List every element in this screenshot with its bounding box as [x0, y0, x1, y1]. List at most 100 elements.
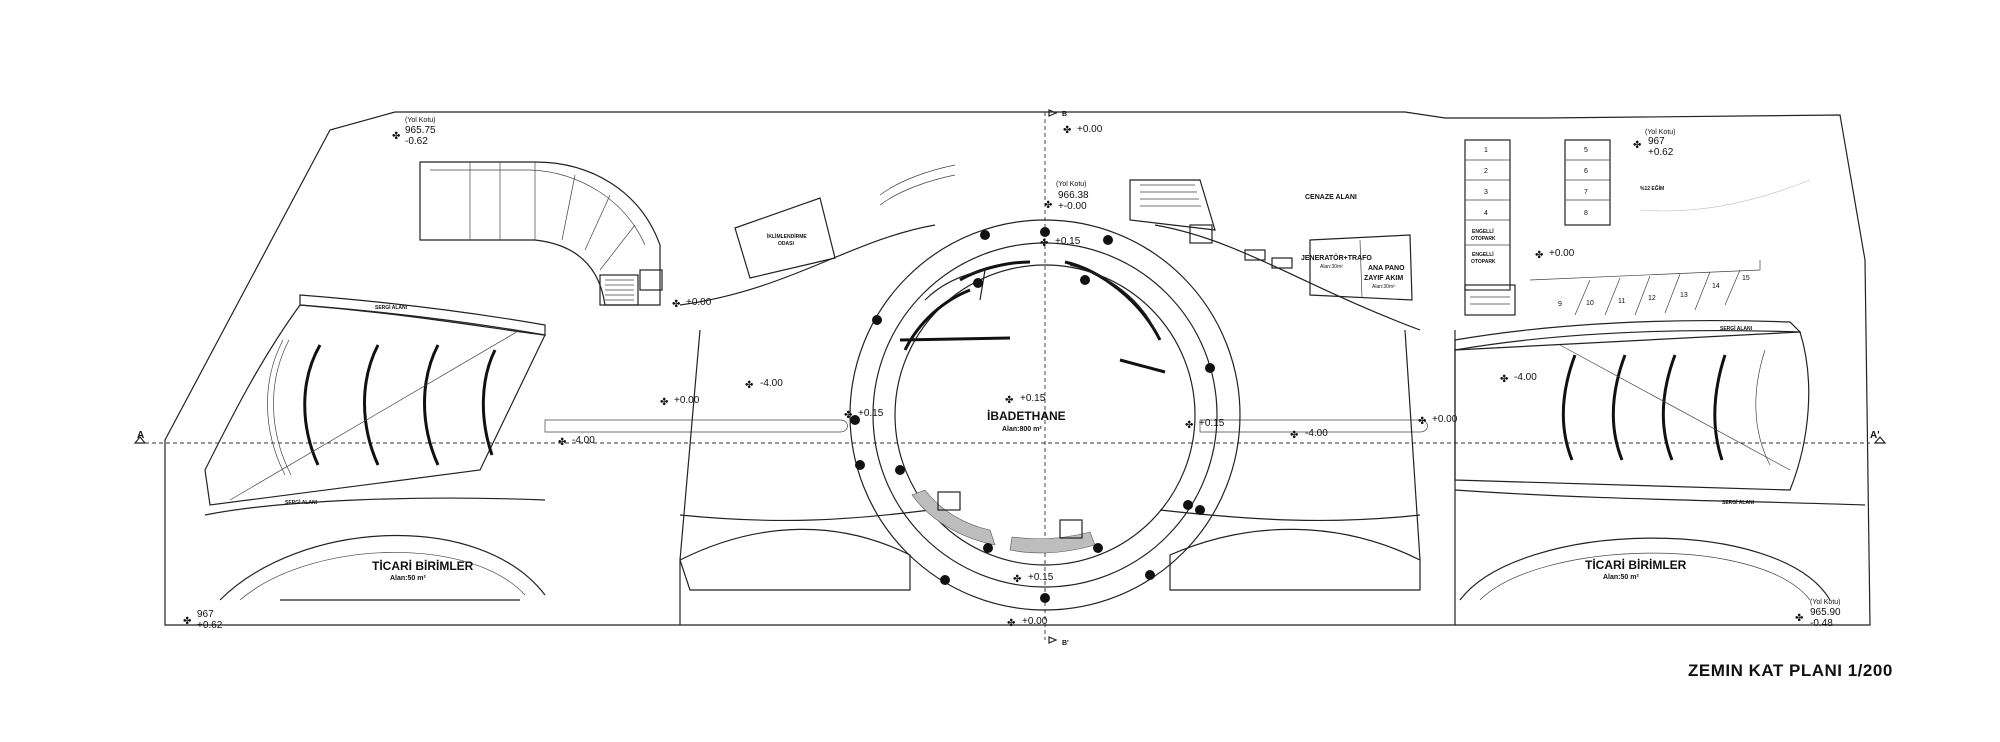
parking-left — [1464, 139, 1516, 316]
left-pavilion — [204, 294, 546, 601]
level-marker-icon: ✤ — [1418, 416, 1426, 427]
section-a-start-label: A — [137, 430, 144, 441]
level-value: +0.00 — [1077, 124, 1103, 135]
section-a-end-label: A' — [1870, 430, 1880, 441]
level-value: +0.00 — [1432, 414, 1458, 425]
level-marker-icon: ✤ — [1185, 420, 1193, 431]
parking-right — [1529, 139, 1811, 316]
level-value: +0.15 — [1028, 572, 1054, 583]
level-marker-icon: ✤ — [1044, 200, 1052, 211]
level-marker-icon: ✤ — [1290, 430, 1298, 441]
shop-right-title: TİCARİ BİRİMLER — [1585, 557, 1687, 572]
room-labels: İBADETHANE Alan:800 m² TİCARİ BİRİMLER A… — [285, 184, 1755, 582]
worship-hall — [849, 219, 1241, 611]
level-value: 967 — [1648, 136, 1665, 147]
generator-label: JENERATÖR+TRAFO — [1301, 253, 1372, 262]
office-wing — [419, 161, 663, 306]
level-br: (Yol Kotu) ✤ 965.90 -0.48 — [1795, 599, 1841, 629]
level-marker-icon: ✤ — [1500, 374, 1508, 385]
exhibit-label: SERGİ ALANI — [285, 499, 318, 506]
level-marker-icon: ✤ — [660, 397, 668, 408]
slope-label: %12 EĞİM — [1640, 184, 1664, 192]
exhibit-label: SERGİ ALANI — [375, 304, 408, 311]
panel-area: Alan:30m² — [1372, 284, 1395, 290]
level-value: -4.00 — [1305, 428, 1328, 439]
level-value: -4.00 — [760, 378, 783, 389]
accessible-parking-label: ENGELLİ — [1472, 228, 1494, 235]
level-marker-icon: ✤ — [1795, 613, 1803, 624]
level-markers: ✤ +0.00 ✤ +0.00 ✤ +0.15 ✤ +0.15 ✤ +0.15 … — [558, 124, 1575, 629]
level-value: -4.00 — [1514, 372, 1537, 383]
panel-label-1: ANA PANO — [1368, 265, 1405, 272]
level-bl: ✤ 967 +0.62 — [183, 609, 223, 631]
plaza-curves — [544, 224, 1456, 625]
parking-number: 1 — [1484, 147, 1488, 154]
level-value: +0.00 — [1549, 248, 1575, 259]
level-value: 966.38 — [1058, 190, 1089, 201]
shop-right-area: Alan:50 m² — [1603, 574, 1639, 581]
parking-number: 5 — [1584, 147, 1588, 154]
level-diff: -0.62 — [405, 136, 428, 147]
level-value: +0.15 — [858, 408, 884, 419]
parking-number: 10 — [1586, 300, 1594, 307]
road-level-label: (Yol Kotu) — [1056, 181, 1086, 188]
shop-left-area: Alan:50 m² — [390, 575, 426, 582]
hvac-room — [734, 197, 836, 279]
section-a-marker-right: A' — [1870, 430, 1887, 444]
generator-area: Alan:30m² — [1320, 264, 1343, 270]
level-marker-icon: ✤ — [1005, 395, 1013, 406]
level-value: +0.00 — [674, 395, 700, 406]
section-b-top-label: B — [1062, 111, 1067, 118]
parking-number: 12 — [1648, 295, 1656, 302]
level-marker-icon: ✤ — [1535, 250, 1543, 261]
level-value: +0.15 — [1020, 393, 1046, 404]
level-diff: +-0.00 — [1058, 201, 1087, 212]
level-value: 965.90 — [1810, 607, 1841, 618]
level-marker-icon: ✤ — [392, 131, 400, 142]
level-center: (Yol Kotu) ✤ 966.38 +-0.00 — [1044, 181, 1089, 212]
level-marker-icon: ✤ — [558, 437, 566, 448]
stair-block — [1129, 179, 1216, 244]
worship-area: Alan:800 m² — [1002, 426, 1042, 433]
bench-curve — [879, 164, 956, 196]
level-marker-icon: ✤ — [745, 380, 753, 391]
section-b-marker-top: B — [1048, 109, 1067, 118]
section-a-marker-left: A — [133, 430, 147, 444]
level-marker-icon: ✤ — [1063, 125, 1071, 136]
worship-title: İBADETHANE — [987, 408, 1066, 423]
level-diff: +0.62 — [1648, 147, 1674, 158]
level-value: +0.00 — [1022, 616, 1048, 627]
level-value: +0.15 — [1199, 418, 1225, 429]
sheet-title: ZEMIN KAT PLANI 1/200 — [1688, 661, 1893, 680]
accessible-parking-label: OTOPARK — [1471, 259, 1496, 265]
service-rooms — [1244, 234, 1413, 301]
accessible-parking-label: OTOPARK — [1471, 236, 1496, 242]
hvac-label: İKLİMLENDİRME — [767, 233, 807, 240]
parking-number: 7 — [1584, 189, 1588, 196]
level-marker-icon: ✤ — [1040, 238, 1048, 249]
level-marker-icon: ✤ — [183, 616, 191, 627]
level-value: 965.75 — [405, 125, 436, 136]
parking-number: 3 — [1484, 189, 1488, 196]
level-marker-icon: ✤ — [844, 410, 852, 421]
site-outline — [164, 111, 1871, 626]
level-value: -4.00 — [572, 435, 595, 446]
parking-number: 4 — [1484, 210, 1488, 217]
parking-number: 2 — [1484, 168, 1488, 175]
exhibit-label: SERGİ ALANI — [1720, 325, 1753, 332]
section-b-bottom-label: B' — [1062, 640, 1069, 647]
right-pavilion — [1454, 319, 1866, 601]
level-marker-icon: ✤ — [1633, 140, 1641, 151]
parking-number: 9 — [1558, 301, 1562, 308]
level-value: 967 — [197, 609, 214, 620]
level-marker-icon: ✤ — [672, 299, 680, 310]
parking-number: 6 — [1584, 168, 1588, 175]
road-level-label: (Yol Kotu) — [1645, 129, 1675, 136]
road-level-label: (Yol Kotu) — [1810, 599, 1840, 606]
parking-number: 8 — [1584, 210, 1588, 217]
level-diff: +0.62 — [197, 620, 223, 631]
hvac-label-2: ODASI — [778, 241, 794, 247]
parking-number: 14 — [1712, 283, 1720, 290]
level-marker-icon: ✤ — [1007, 618, 1015, 629]
